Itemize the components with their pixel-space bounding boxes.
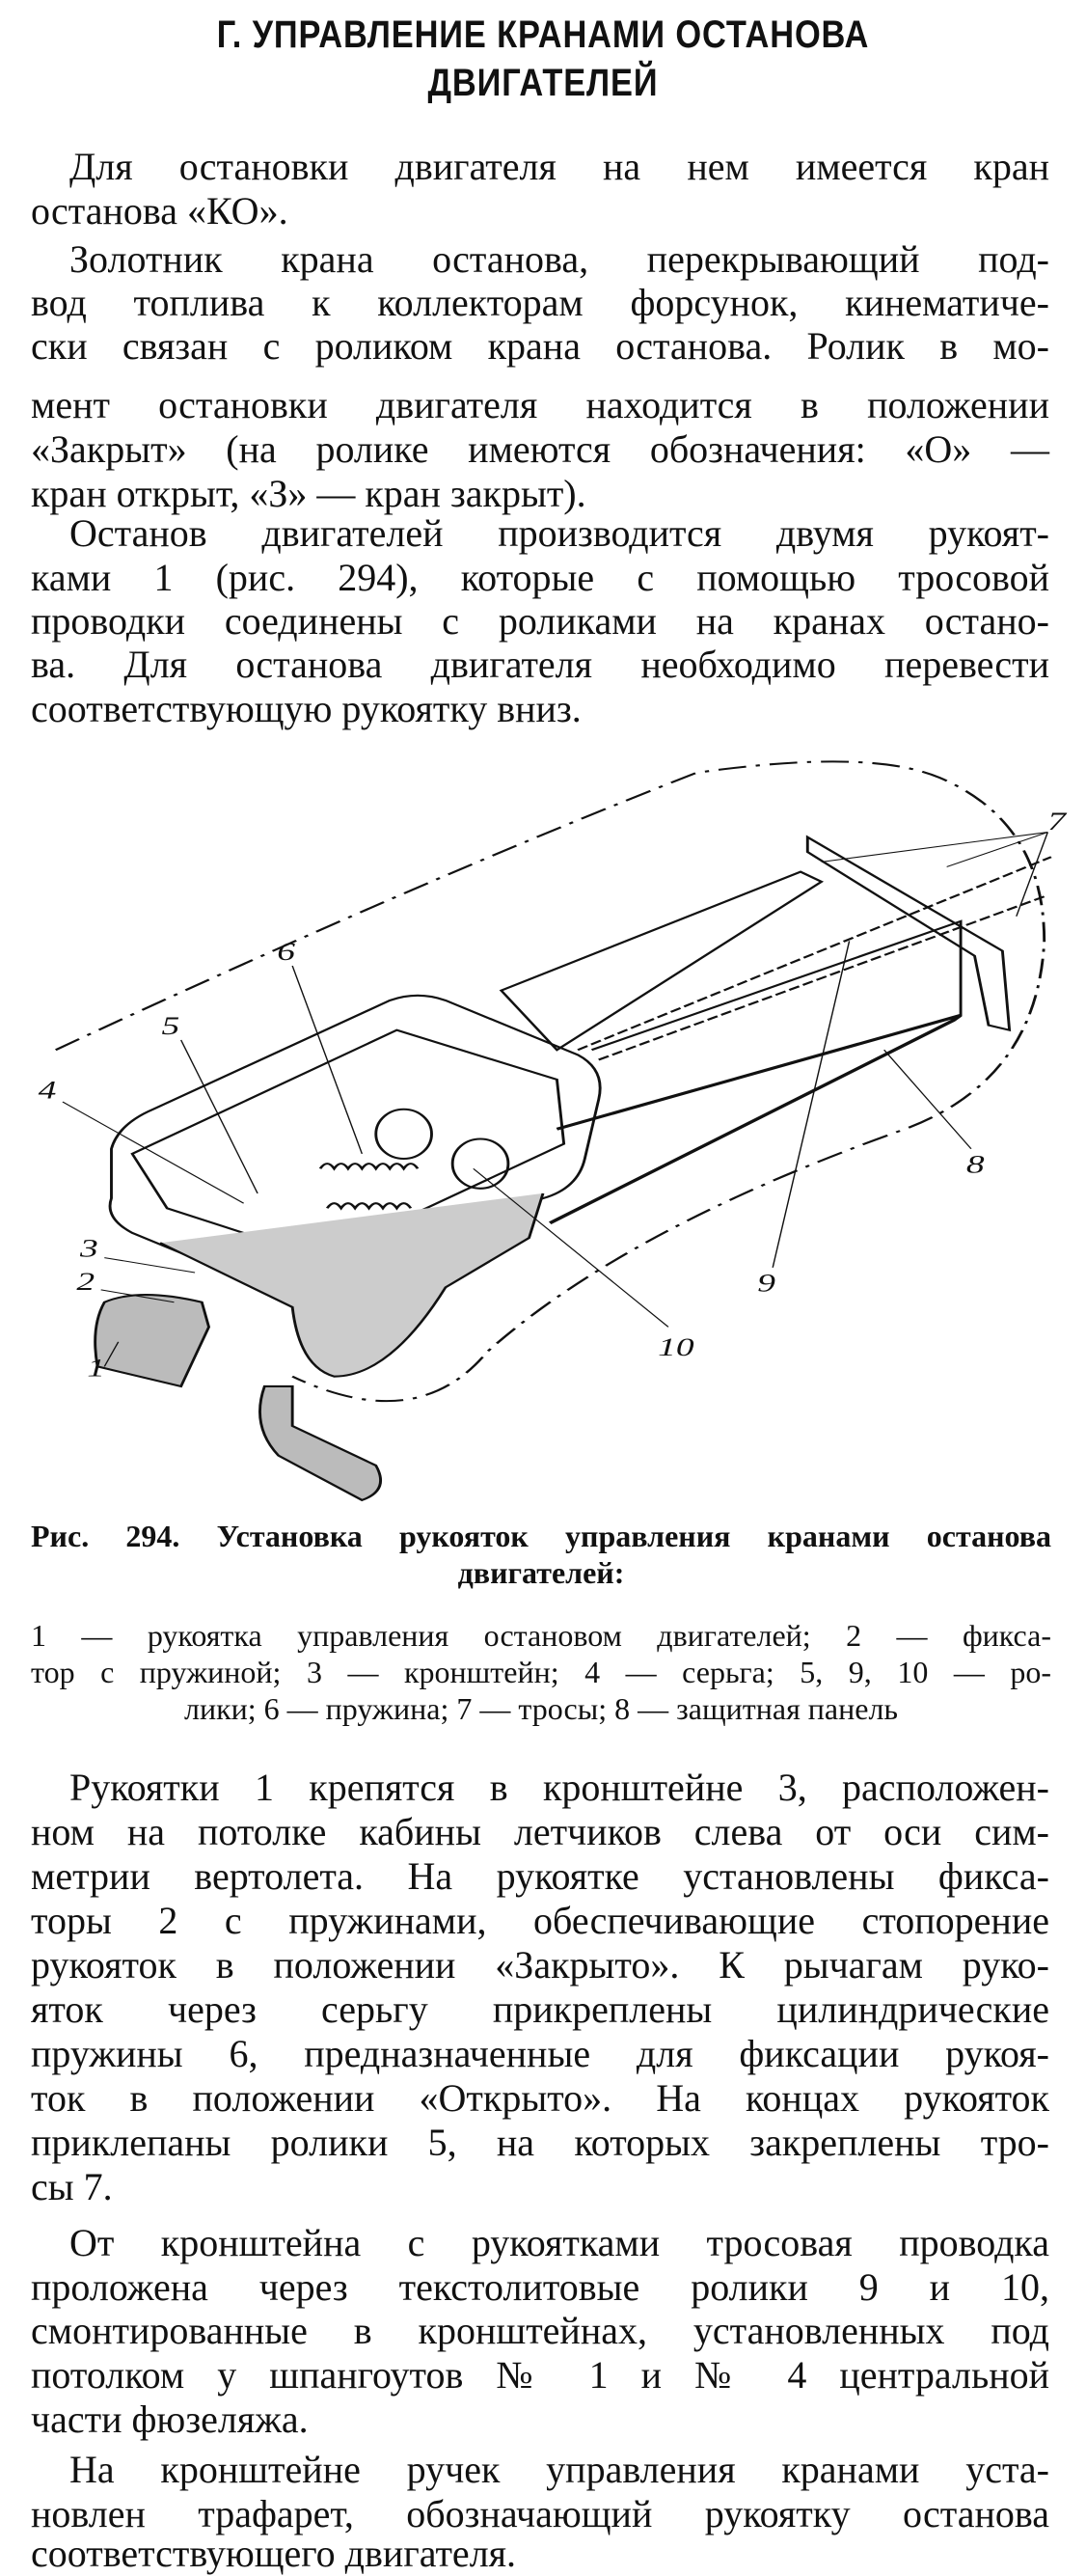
handle-1 (94, 1294, 211, 1388)
caption-title-line: двигателей: (457, 1555, 625, 1590)
text-line: ном на потолке кабины летчиков слева от … (31, 1810, 1049, 1853)
text-line: смонтированные в кронштейнах, установлен… (31, 2309, 1049, 2352)
label-8: 8 (966, 1150, 985, 1178)
label-5: 5 (161, 1012, 179, 1040)
housing-body (159, 1192, 545, 1378)
legend-line: тор с пружиной; 3 — кронштейн; 4 — серьг… (31, 1655, 1051, 1689)
legend-line: лики; 6 — пружина; 7 — тросы; 8 — защитн… (183, 1691, 898, 1726)
text-line: останова «КО». (31, 189, 288, 233)
text-line: части фюзеляжа. (31, 2398, 309, 2441)
text-line: проводки соединены с роликами на кранах … (31, 599, 1049, 643)
text-line: новлен трафарет, обозначающий рукоятку о… (31, 2492, 1049, 2535)
text-line: От кронштейна с рукоятками тросовая пров… (69, 2221, 1049, 2264)
label-3: 3 (79, 1235, 98, 1263)
frame-bracket (805, 835, 1012, 1032)
label-6: 6 (277, 938, 296, 966)
text-line: торы 2 с пружинами, обеспечивающие стопо… (31, 1899, 1049, 1942)
figure-294-illustration: 1 2 3 4 5 6 7 8 9 10 (39, 760, 1068, 1502)
text-line: пружины 6, предназначенные для фиксации … (31, 2032, 1049, 2075)
handle-2 (258, 1384, 382, 1502)
text-line: сы 7. (31, 2165, 113, 2208)
text-line: Останов двигателей производится двумя ру… (69, 511, 1049, 555)
caption-title-line: Рис. 294. Установка рукояток управления … (31, 1519, 1051, 1553)
label-9: 9 (757, 1270, 775, 1298)
text-line: ски связан с роликом крана останова. Рол… (31, 324, 1049, 368)
text-line: Для остановки двигателя на нем имеется к… (69, 145, 1049, 188)
protective-panel (548, 1013, 963, 1224)
text-line: ками 1 (рис. 294), которые с помощью тро… (31, 556, 1049, 599)
text-line: На кронштейне ручек управления кранами у… (69, 2448, 1049, 2491)
text-line: яток через серьгу прикреплены цилиндриче… (31, 1987, 1049, 2031)
label-4: 4 (39, 1077, 57, 1105)
text-line: метрии вертолета. На рукоятке установлен… (31, 1854, 1049, 1898)
label-1: 1 (87, 1355, 105, 1383)
text-line: проложена через текстолитовые ролики 9 и… (31, 2265, 1049, 2309)
text-line: мент остановки двигателя находится в пол… (31, 383, 1049, 426)
title-line: ДВИГАТЕЛЕЙ (427, 62, 659, 104)
text-line: Рукоятки 1 крепятся в кронштейне 3, расп… (69, 1766, 1049, 1809)
text-line: потолком у шпангоутов № 1 и № 4 централь… (31, 2353, 1049, 2397)
text-line: рукояток в положении «Закрыто». К рычага… (31, 1943, 1049, 1987)
label-7: 7 (1047, 808, 1068, 836)
text-line: ва. Для останова двигателя необходимо пе… (31, 643, 1049, 686)
cables (577, 856, 1052, 1061)
label-2: 2 (76, 1268, 95, 1296)
text-line: Золотник крана останова, перекрывающий п… (69, 237, 1049, 281)
cable-panel (499, 870, 963, 1131)
title-line: Г. УПРАВЛЕНИЕ КРАНАМИ ОСТАНОВА (216, 14, 870, 56)
springs (318, 1163, 420, 1211)
text-line: кран открыт, «З» — кран закрыт). (31, 472, 586, 515)
ceiling-outline (54, 760, 1046, 1403)
text-line: «Закрыт» (на ролике имеются обозначения:… (31, 427, 1049, 471)
label-10: 10 (658, 1333, 694, 1361)
text-line: соответствующего двигателя. (31, 2532, 517, 2575)
leader-lines (62, 832, 1048, 1367)
text-line: ток в положении «Открыто». На концах рук… (31, 2076, 1049, 2120)
housing-inner (130, 1028, 566, 1259)
text-line: соответствующую рукоятку вниз. (31, 687, 582, 730)
text-line: вод топлива к коллекторам форсунок, кине… (31, 281, 1049, 324)
text-line: приклепаны ролики 5, на которых закрепле… (31, 2121, 1049, 2164)
legend-line: 1 — рукоятка управления остановом двигат… (31, 1618, 1051, 1653)
